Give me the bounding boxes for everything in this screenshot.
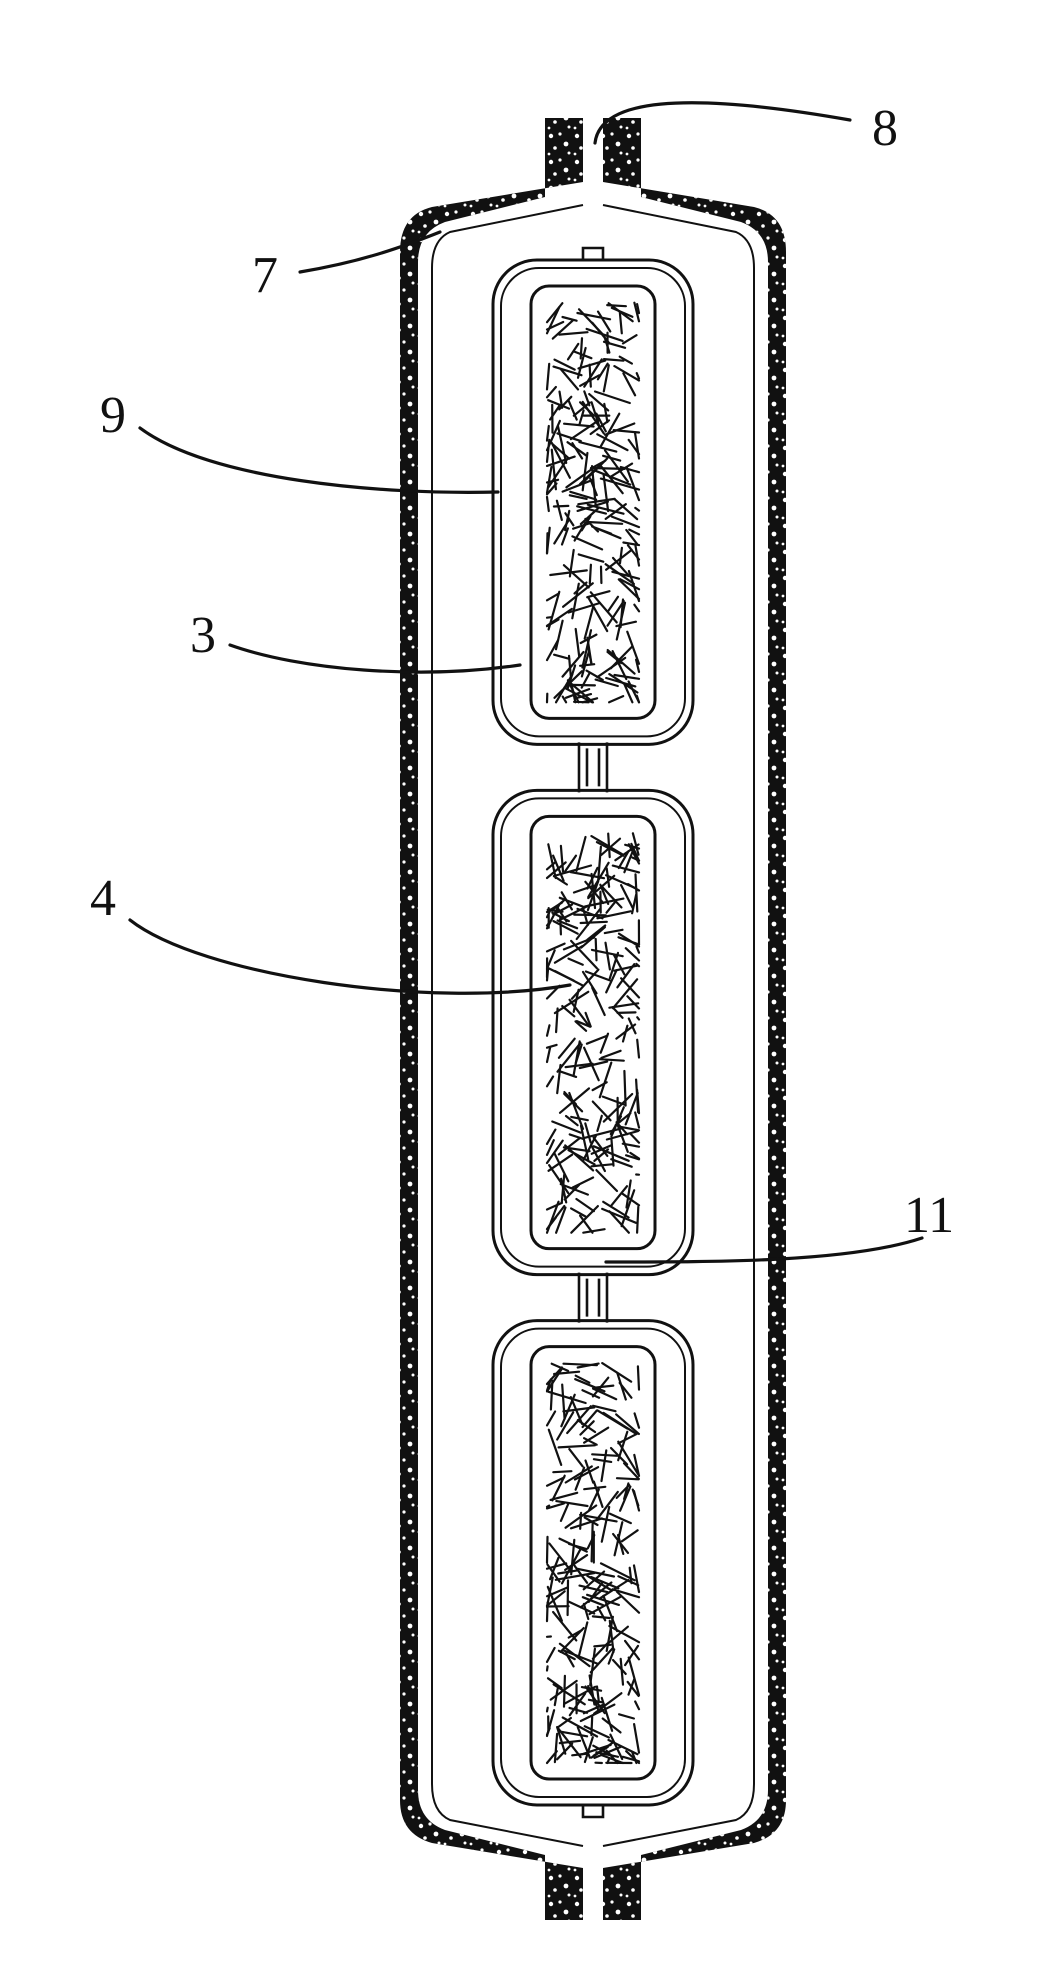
capsule-connector-neck: [579, 1273, 607, 1323]
capsule: [493, 260, 693, 744]
housing-inner-cavity: [432, 205, 754, 1846]
capsule-stack: [493, 248, 693, 1817]
leader-line-11: [606, 1238, 922, 1262]
leader-line-9: [140, 428, 498, 492]
reference-label-8: 8: [872, 100, 898, 157]
fiber-mass: [547, 833, 639, 1232]
reference-label-3: 3: [190, 607, 216, 664]
reference-label-9: 9: [100, 387, 126, 444]
outer-housing: [400, 118, 786, 1920]
reference-label-11: 11: [904, 1187, 954, 1244]
fiber-mass: [547, 303, 639, 703]
capsule: [493, 1321, 693, 1805]
capsule: [493, 790, 693, 1274]
capsule-outer-membrane: [493, 790, 693, 1274]
leader-lines: [130, 103, 922, 1262]
reference-label-7: 7: [252, 247, 278, 304]
capsule-connector-neck: [579, 742, 607, 792]
leader-line-3: [230, 645, 520, 672]
reference-label-4: 4: [90, 870, 116, 927]
leader-line-4: [130, 920, 570, 993]
fiber-mass: [547, 1363, 639, 1763]
capsule-inner-membrane: [501, 798, 685, 1266]
